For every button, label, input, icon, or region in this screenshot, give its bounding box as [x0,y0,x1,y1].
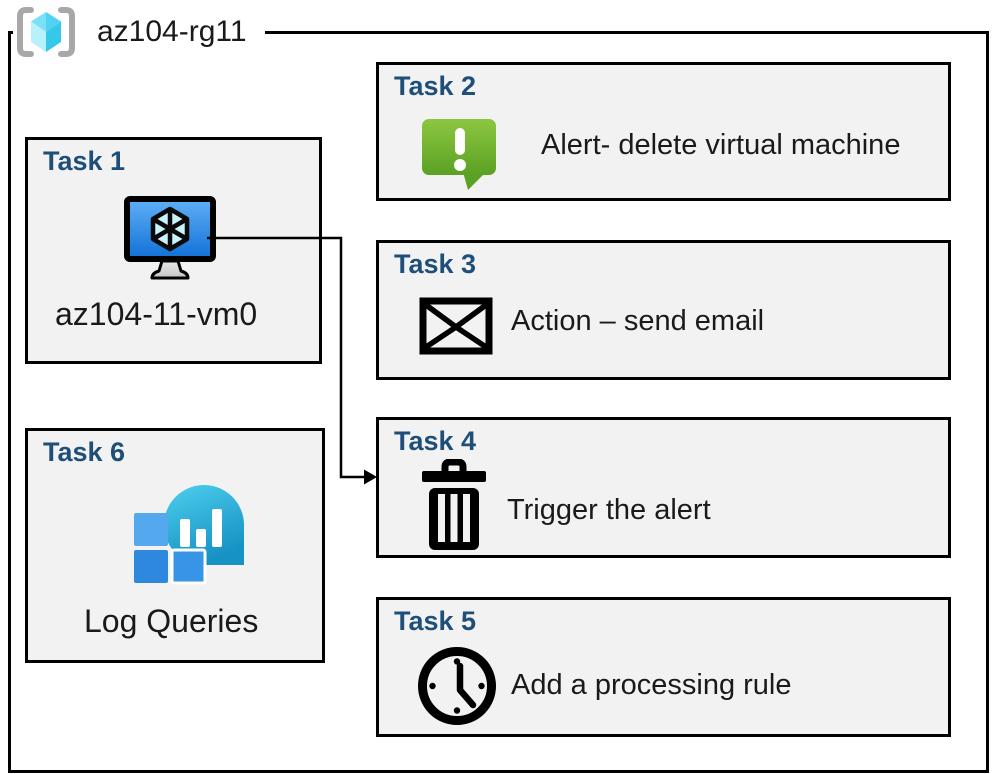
trash-icon [422,459,486,550]
task1-label: Task 1 [43,146,126,176]
task3-caption: Action – send email [511,305,765,337]
log-queries-icon [134,485,244,585]
task3-label: Task 3 [394,249,477,279]
task2-caption: Alert- delete virtual machine [541,129,901,161]
task5-caption: Add a processing rule [511,669,792,701]
vm-name: az104-11-vm0 [55,296,258,332]
virtual-machine-icon [124,196,216,280]
task5-label: Task 5 [394,606,477,636]
task-box-3: Task 3 Action – send email [376,240,951,380]
email-icon [419,297,493,355]
task4-caption: Trigger the alert [507,494,711,526]
task-box-6: Task 6 Log Queries [25,428,325,663]
task-box-4: Task 4 Trigger the alert [376,417,951,558]
task-box-5: Task 5 Add a processing rule [376,597,951,737]
resource-group-legend: az104-rg11 [13,4,265,60]
resource-group-title: az104-rg11 [97,15,247,48]
task6-label: Task 6 [43,437,126,467]
log-queries-caption: Log Queries [84,603,259,639]
clock-icon [418,647,496,725]
task4-label: Task 4 [394,426,477,456]
task2-label: Task 2 [394,71,477,101]
task-box-2: Task 2 Alert- delete virtual machine [376,62,951,201]
task-box-1: Task 1 az104-11-vm0 [25,137,322,364]
alert-icon [422,119,496,190]
resource-group-icon [17,7,75,57]
